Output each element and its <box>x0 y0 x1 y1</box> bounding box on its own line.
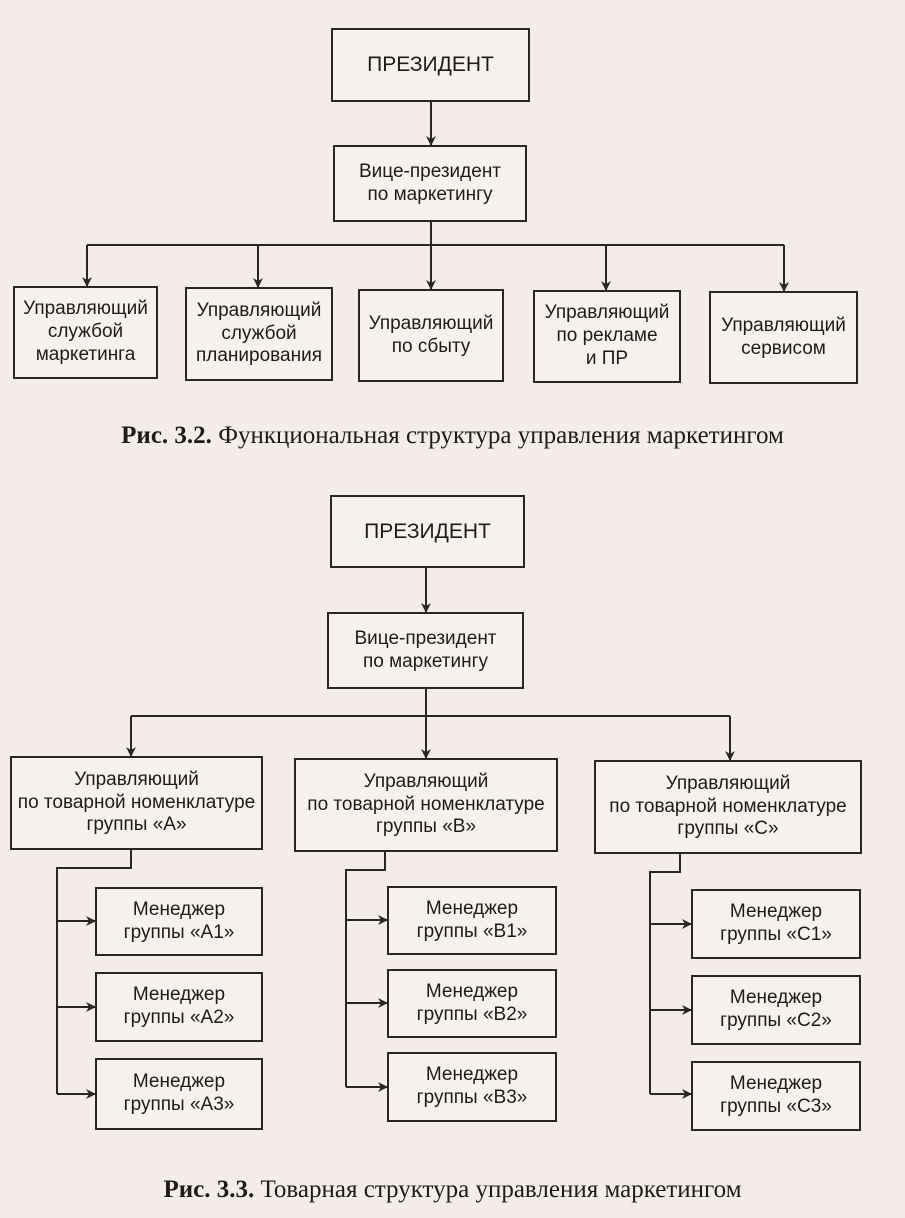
group-a-manager-box: Управляющий по товарной номенклатуре гру… <box>10 756 263 850</box>
line-group-a-trunk <box>56 850 132 1094</box>
group-c-manager-box: Управляющий по товарной номенклатуре гру… <box>594 760 862 854</box>
president-box: ПРЕЗИДЕНТ <box>331 28 530 102</box>
caption-number: Рис. 3.2. <box>121 422 212 449</box>
manager-c1-box: Менеджер группы «С1» <box>691 889 861 959</box>
manager-sales-box: Управляющий по сбыту <box>358 289 504 382</box>
manager-a3-box: Менеджер группы «А3» <box>95 1058 263 1130</box>
manager-marketing-service-box: Управляющий службой маркетинга <box>13 286 158 379</box>
manager-b2-box: Менеджер группы «В2» <box>387 969 557 1038</box>
line-group-b-trunk <box>345 852 386 1087</box>
manager-service-box: Управляющий сервисом <box>709 291 858 384</box>
manager-b1-box: Менеджер группы «В1» <box>387 886 557 955</box>
manager-a2-box: Менеджер группы «А2» <box>95 972 263 1042</box>
manager-a1-box: Менеджер группы «А1» <box>95 887 263 956</box>
president-box: ПРЕЗИДЕНТ <box>330 495 525 568</box>
vice-president-box: Вице-президент по маркетингу <box>327 612 524 689</box>
group-b-manager-box: Управляющий по товарной номенклатуре гру… <box>294 758 558 852</box>
vice-president-box: Вице-президент по маркетингу <box>333 145 527 222</box>
figure-caption-3-3: Рис. 3.3. Товарная структура управления … <box>0 1176 905 1204</box>
manager-planning-service-box: Управляющий службой планирования <box>185 287 333 381</box>
manager-advertising-pr-box: Управляющий по рекламе и ПР <box>533 290 681 383</box>
manager-c2-box: Менеджер группы «С2» <box>691 975 861 1045</box>
figure-caption-3-2: Рис. 3.2. Функциональная структура управ… <box>0 422 905 450</box>
caption-text: Функциональная структура управления марк… <box>218 422 784 449</box>
manager-b3-box: Менеджер группы «В3» <box>387 1052 557 1122</box>
line-group-c-trunk <box>649 854 681 1094</box>
manager-c3-box: Менеджер группы «С3» <box>691 1061 861 1131</box>
caption-text: Товарная структура управления маркетинго… <box>260 1176 742 1203</box>
caption-number: Рис. 3.3. <box>163 1176 255 1203</box>
